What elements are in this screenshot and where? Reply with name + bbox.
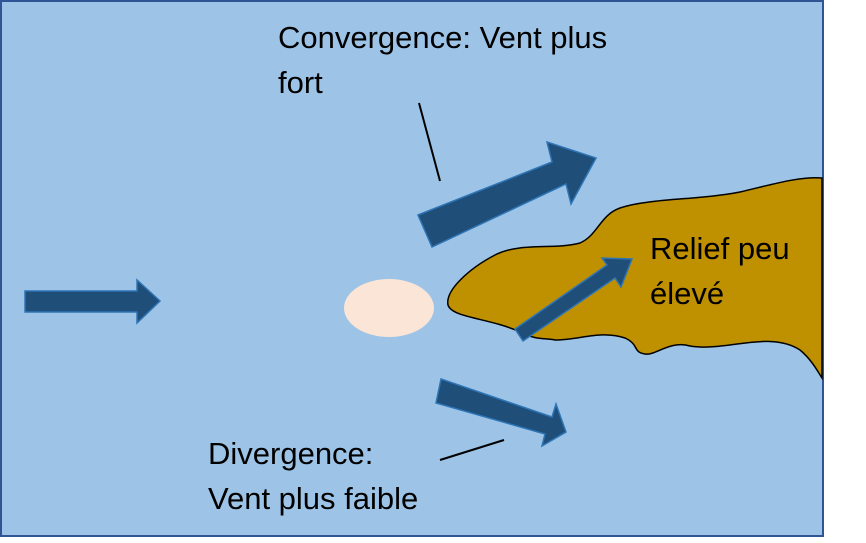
relief-label-line1: Relief peu: [650, 231, 790, 266]
convergence-label: Convergence: Vent plus fort: [278, 15, 607, 105]
convergence-label-line1: Convergence: Vent plus: [278, 20, 608, 55]
convergence-leader-line: [418, 102, 441, 182]
obstacle-ellipse: [344, 279, 434, 337]
convergence-label-line2: fort: [278, 65, 323, 100]
divergence-label-line1: Divergence:: [208, 436, 374, 471]
divergence-arrow: [435, 378, 567, 448]
divergence-label-line2: Vent plus faible: [208, 481, 419, 516]
relief-label-line2: élevé: [650, 276, 725, 311]
convergence-arrow: [417, 140, 598, 249]
relief-label: Relief peu élevé: [650, 226, 790, 316]
divergence-label: Divergence: Vent plus faible: [208, 431, 418, 521]
divergence-leader-line: [439, 439, 505, 461]
incoming-wind-arrow: [24, 278, 162, 325]
relief-wind-arrow: [513, 257, 634, 343]
